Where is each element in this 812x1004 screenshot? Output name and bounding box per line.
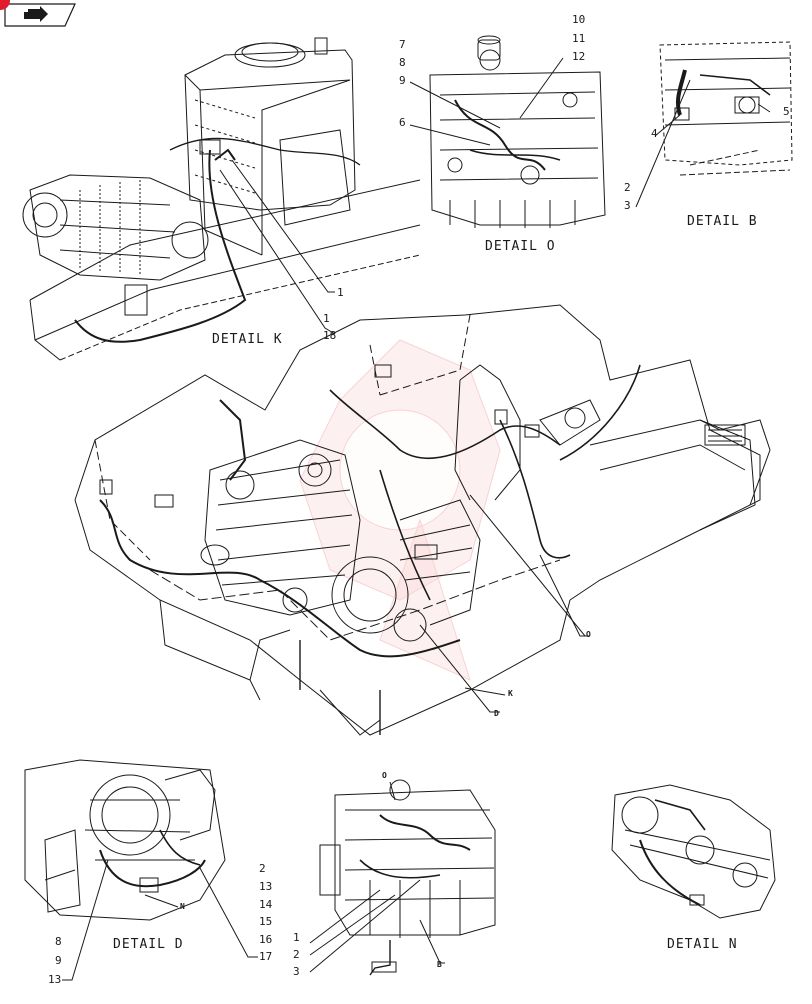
callout-d-15: 15: [259, 915, 273, 928]
callout-k-1: 1: [337, 286, 344, 299]
main-ref-o: O: [586, 630, 591, 639]
callout-k-1b: 1: [323, 312, 330, 325]
detail-k-drawing: [22, 37, 421, 361]
callout-d-16: 16: [259, 933, 273, 946]
callout-b-3: 3: [624, 199, 631, 212]
red-status-dot: [0, 0, 10, 10]
detail-b-caption: DETAIL B: [687, 214, 758, 229]
callout-o-10: 10: [572, 13, 586, 26]
callout-d-2: 2: [259, 862, 266, 875]
callout-o2-2: 2: [293, 948, 300, 961]
detail-o2-ref-top: O: [382, 771, 387, 780]
detail-d-caption: DETAIL D: [113, 937, 184, 952]
callout-d-14: 14: [259, 898, 273, 911]
detail-d-drawing: [24, 759, 258, 981]
main-ref-k: K: [508, 689, 513, 698]
callout-d-8: 8: [55, 935, 62, 948]
watermark-logo: [299, 339, 501, 681]
main-ref-d: D: [494, 709, 499, 718]
detail-o-drawing: [409, 35, 606, 228]
callout-d-13b: 13: [48, 973, 62, 986]
detail-o2-ref-bottom: B: [437, 960, 442, 969]
callout-o2-1: 1: [293, 931, 300, 944]
callout-o-12: 12: [572, 50, 586, 63]
detail-b-drawing: [635, 41, 793, 208]
detail-n-drawing: [611, 784, 776, 919]
callout-k-18: 18: [323, 329, 337, 342]
callout-o-8: 8: [399, 56, 406, 69]
callout-b-5: 5: [783, 105, 790, 118]
arrow-next-page-icon: [4, 3, 76, 27]
detail-o-engine-drawing: [309, 779, 496, 976]
callout-o-9: 9: [399, 74, 406, 87]
callout-d-17: 17: [259, 950, 273, 963]
next-page-button[interactable]: [4, 3, 76, 27]
callout-d-9: 9: [55, 954, 62, 967]
detail-d-ref-n: N: [180, 902, 185, 911]
callout-b-4: 4: [651, 127, 658, 140]
detail-o-caption: DETAIL O: [485, 239, 556, 254]
detail-n-caption: DETAIL N: [667, 937, 738, 952]
callout-o2-3: 3: [293, 965, 300, 978]
callout-b-2: 2: [624, 181, 631, 194]
detail-k-caption: DETAIL K: [212, 332, 283, 347]
main-assembly-drawing: [74, 304, 771, 736]
callout-d-13: 13: [259, 880, 273, 893]
callout-o-11: 11: [572, 32, 586, 45]
callout-o-7: 7: [399, 38, 406, 51]
callout-o-6: 6: [399, 116, 406, 129]
